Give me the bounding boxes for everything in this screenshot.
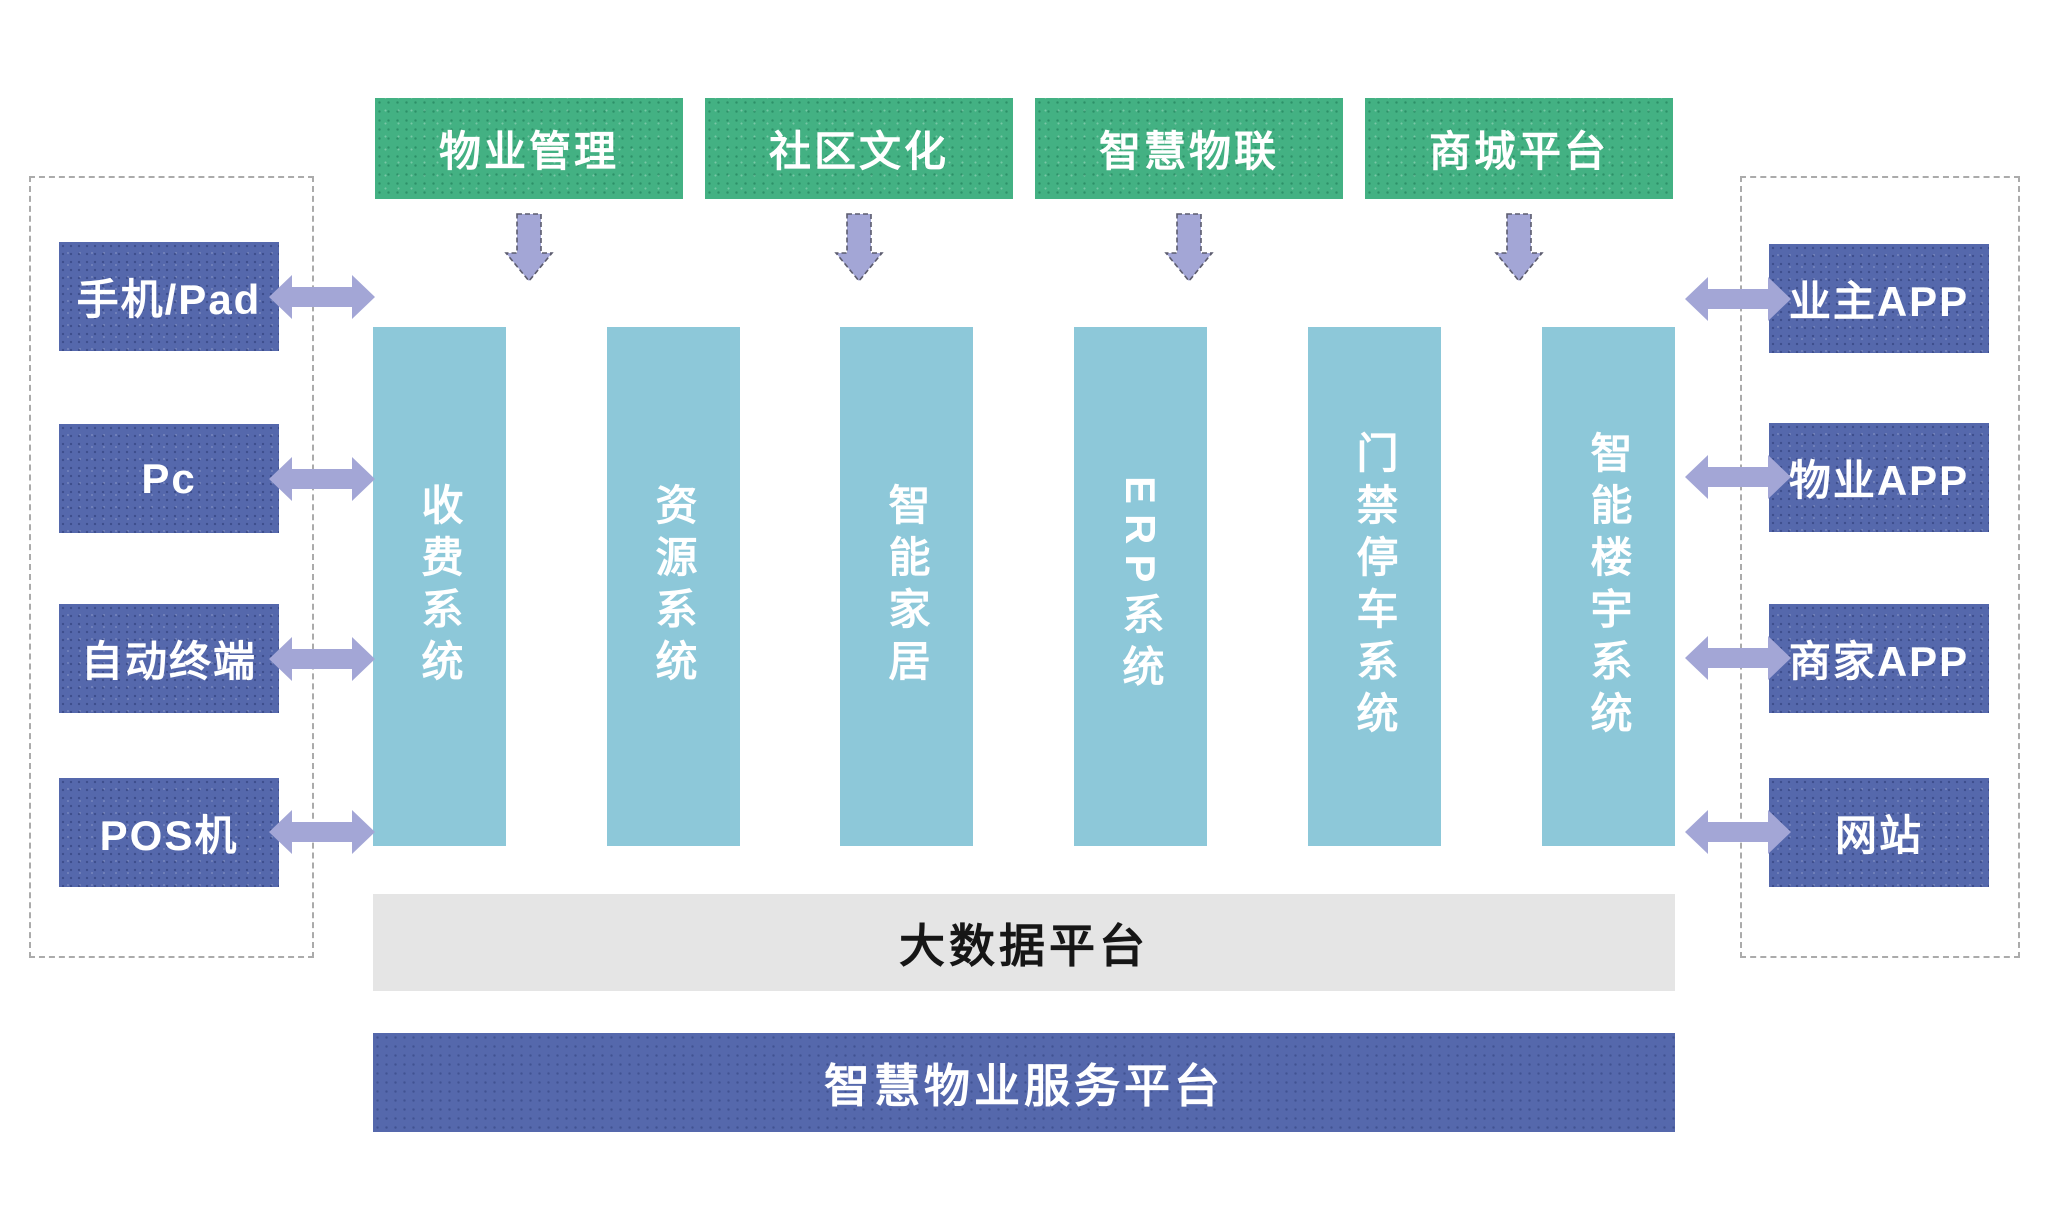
bidirectional-arrow-icon	[1685, 636, 1791, 680]
service-platform-label: 智慧物业服务平台	[824, 1059, 1224, 1112]
system-column-charging: 收费系统	[373, 327, 506, 846]
system-label: 智能楼宇系统	[1585, 430, 1632, 743]
bidirectional-arrow-icon	[1685, 455, 1791, 499]
down-arrow-icon	[1164, 213, 1214, 283]
system-label: ERP系统	[1117, 476, 1164, 697]
module-label: 智慧物联	[1098, 128, 1279, 175]
module-property-management: 物业管理	[375, 98, 683, 199]
terminal-mobile-pad: 手机/Pad	[59, 242, 279, 351]
app-label: 物业APP	[1788, 457, 1970, 504]
module-label: 商城平台	[1428, 128, 1609, 175]
down-arrow-icon	[1494, 213, 1544, 283]
bidirectional-arrow-icon	[1685, 277, 1791, 321]
system-column-resource: 资源系统	[607, 327, 740, 846]
app-website: 网站	[1769, 778, 1989, 887]
bidirectional-arrow-icon	[269, 275, 375, 319]
app-label: 网站	[1834, 812, 1923, 859]
app-label: 商家APP	[1788, 638, 1970, 685]
terminal-pos: POS机	[59, 778, 279, 887]
app-label: 业主APP	[1788, 278, 1970, 325]
bidirectional-arrow-icon	[1685, 810, 1791, 854]
system-column-erp: ERP系统	[1074, 327, 1207, 846]
bidirectional-arrow-icon	[269, 810, 375, 854]
terminal-label: 手机/Pad	[76, 276, 262, 323]
bidirectional-arrow-icon	[269, 637, 375, 681]
system-label: 收费系统	[416, 482, 463, 691]
terminal-label: Pc	[141, 454, 197, 502]
down-arrow-icon	[504, 213, 554, 283]
module-label: 社区文化	[768, 128, 949, 175]
smart-property-service-platform-bar: 智慧物业服务平台	[373, 1033, 1675, 1132]
system-label: 资源系统	[650, 482, 697, 691]
app-owner: 业主APP	[1769, 244, 1989, 353]
module-smart-iot: 智慧物联	[1035, 98, 1343, 199]
system-label: 门禁停车系统	[1351, 430, 1398, 743]
app-merchant: 商家APP	[1769, 604, 1989, 713]
system-column-smart-building: 智能楼宇系统	[1542, 327, 1675, 846]
app-group-panel	[1740, 176, 2020, 958]
terminal-label: POS机	[99, 812, 239, 859]
terminal-auto-kiosk: 自动终端	[59, 604, 279, 713]
down-arrow-icon	[834, 213, 884, 283]
module-label: 物业管理	[438, 128, 619, 175]
terminal-label: 自动终端	[80, 638, 257, 685]
app-property: 物业APP	[1769, 423, 1989, 532]
terminal-pc: Pc	[59, 424, 279, 533]
terminal-group-panel	[29, 176, 314, 958]
big-data-platform-label: 大数据平台	[899, 919, 1149, 972]
module-mall-platform: 商城平台	[1365, 98, 1673, 199]
big-data-platform-bar: 大数据平台	[373, 894, 1675, 991]
system-column-smart-home: 智能家居	[840, 327, 973, 846]
bidirectional-arrow-icon	[269, 457, 375, 501]
system-label: 智能家居	[883, 482, 930, 691]
module-community-culture: 社区文化	[705, 98, 1013, 199]
system-column-access-parking: 门禁停车系统	[1308, 327, 1441, 846]
